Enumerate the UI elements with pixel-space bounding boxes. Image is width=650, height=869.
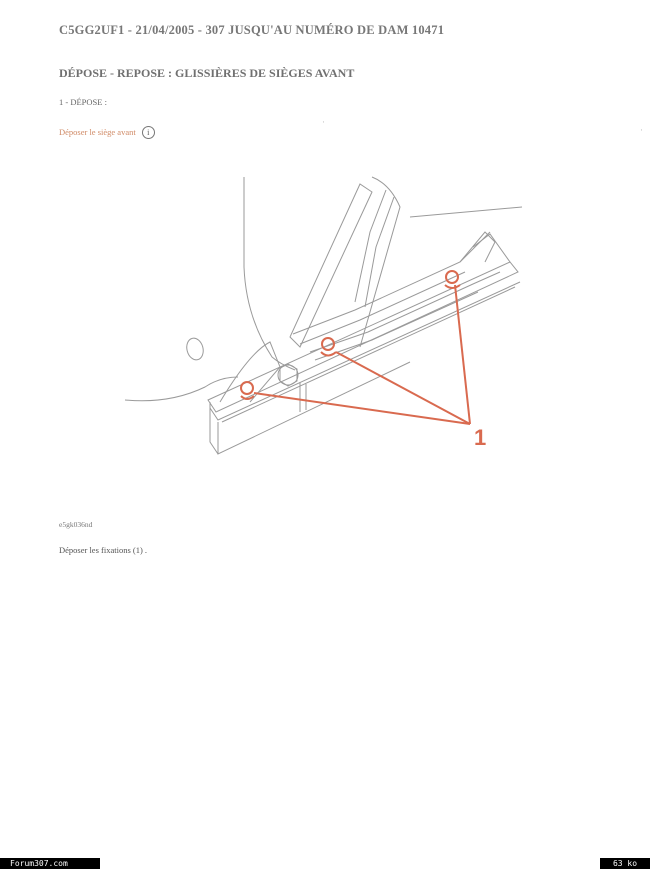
footer-site-label: Forum307.com: [0, 858, 100, 869]
fixation-nut-3: [444, 270, 461, 289]
section-title: DÉPOSE - REPOSE : GLISSIÈRES DE SIÈGES A…: [59, 66, 355, 80]
document-header: C5GG2UF1 - 21/04/2005 - 307 JUSQU'AU NUM…: [59, 23, 445, 37]
scan-speck: ·: [322, 117, 325, 127]
step-heading: 1 - DÉPOSE :: [59, 97, 107, 107]
figure-reference: e5gk036nd: [59, 520, 93, 529]
scan-speck: ·: [640, 125, 643, 135]
callout-label: 1: [474, 425, 486, 450]
fixation-nut-2: [320, 337, 337, 357]
seat-rail-diagram: 1: [110, 172, 540, 472]
fixation-nut-1: [240, 381, 255, 400]
info-icon[interactable]: i: [141, 125, 155, 139]
footer-size-label: 63 ko: [600, 858, 650, 869]
remove-front-seat-link[interactable]: Déposer le siège avant: [59, 127, 136, 137]
action-row: Déposer le siège avant i: [59, 124, 155, 140]
instruction-text: Déposer les fixations (1) .: [59, 545, 148, 555]
